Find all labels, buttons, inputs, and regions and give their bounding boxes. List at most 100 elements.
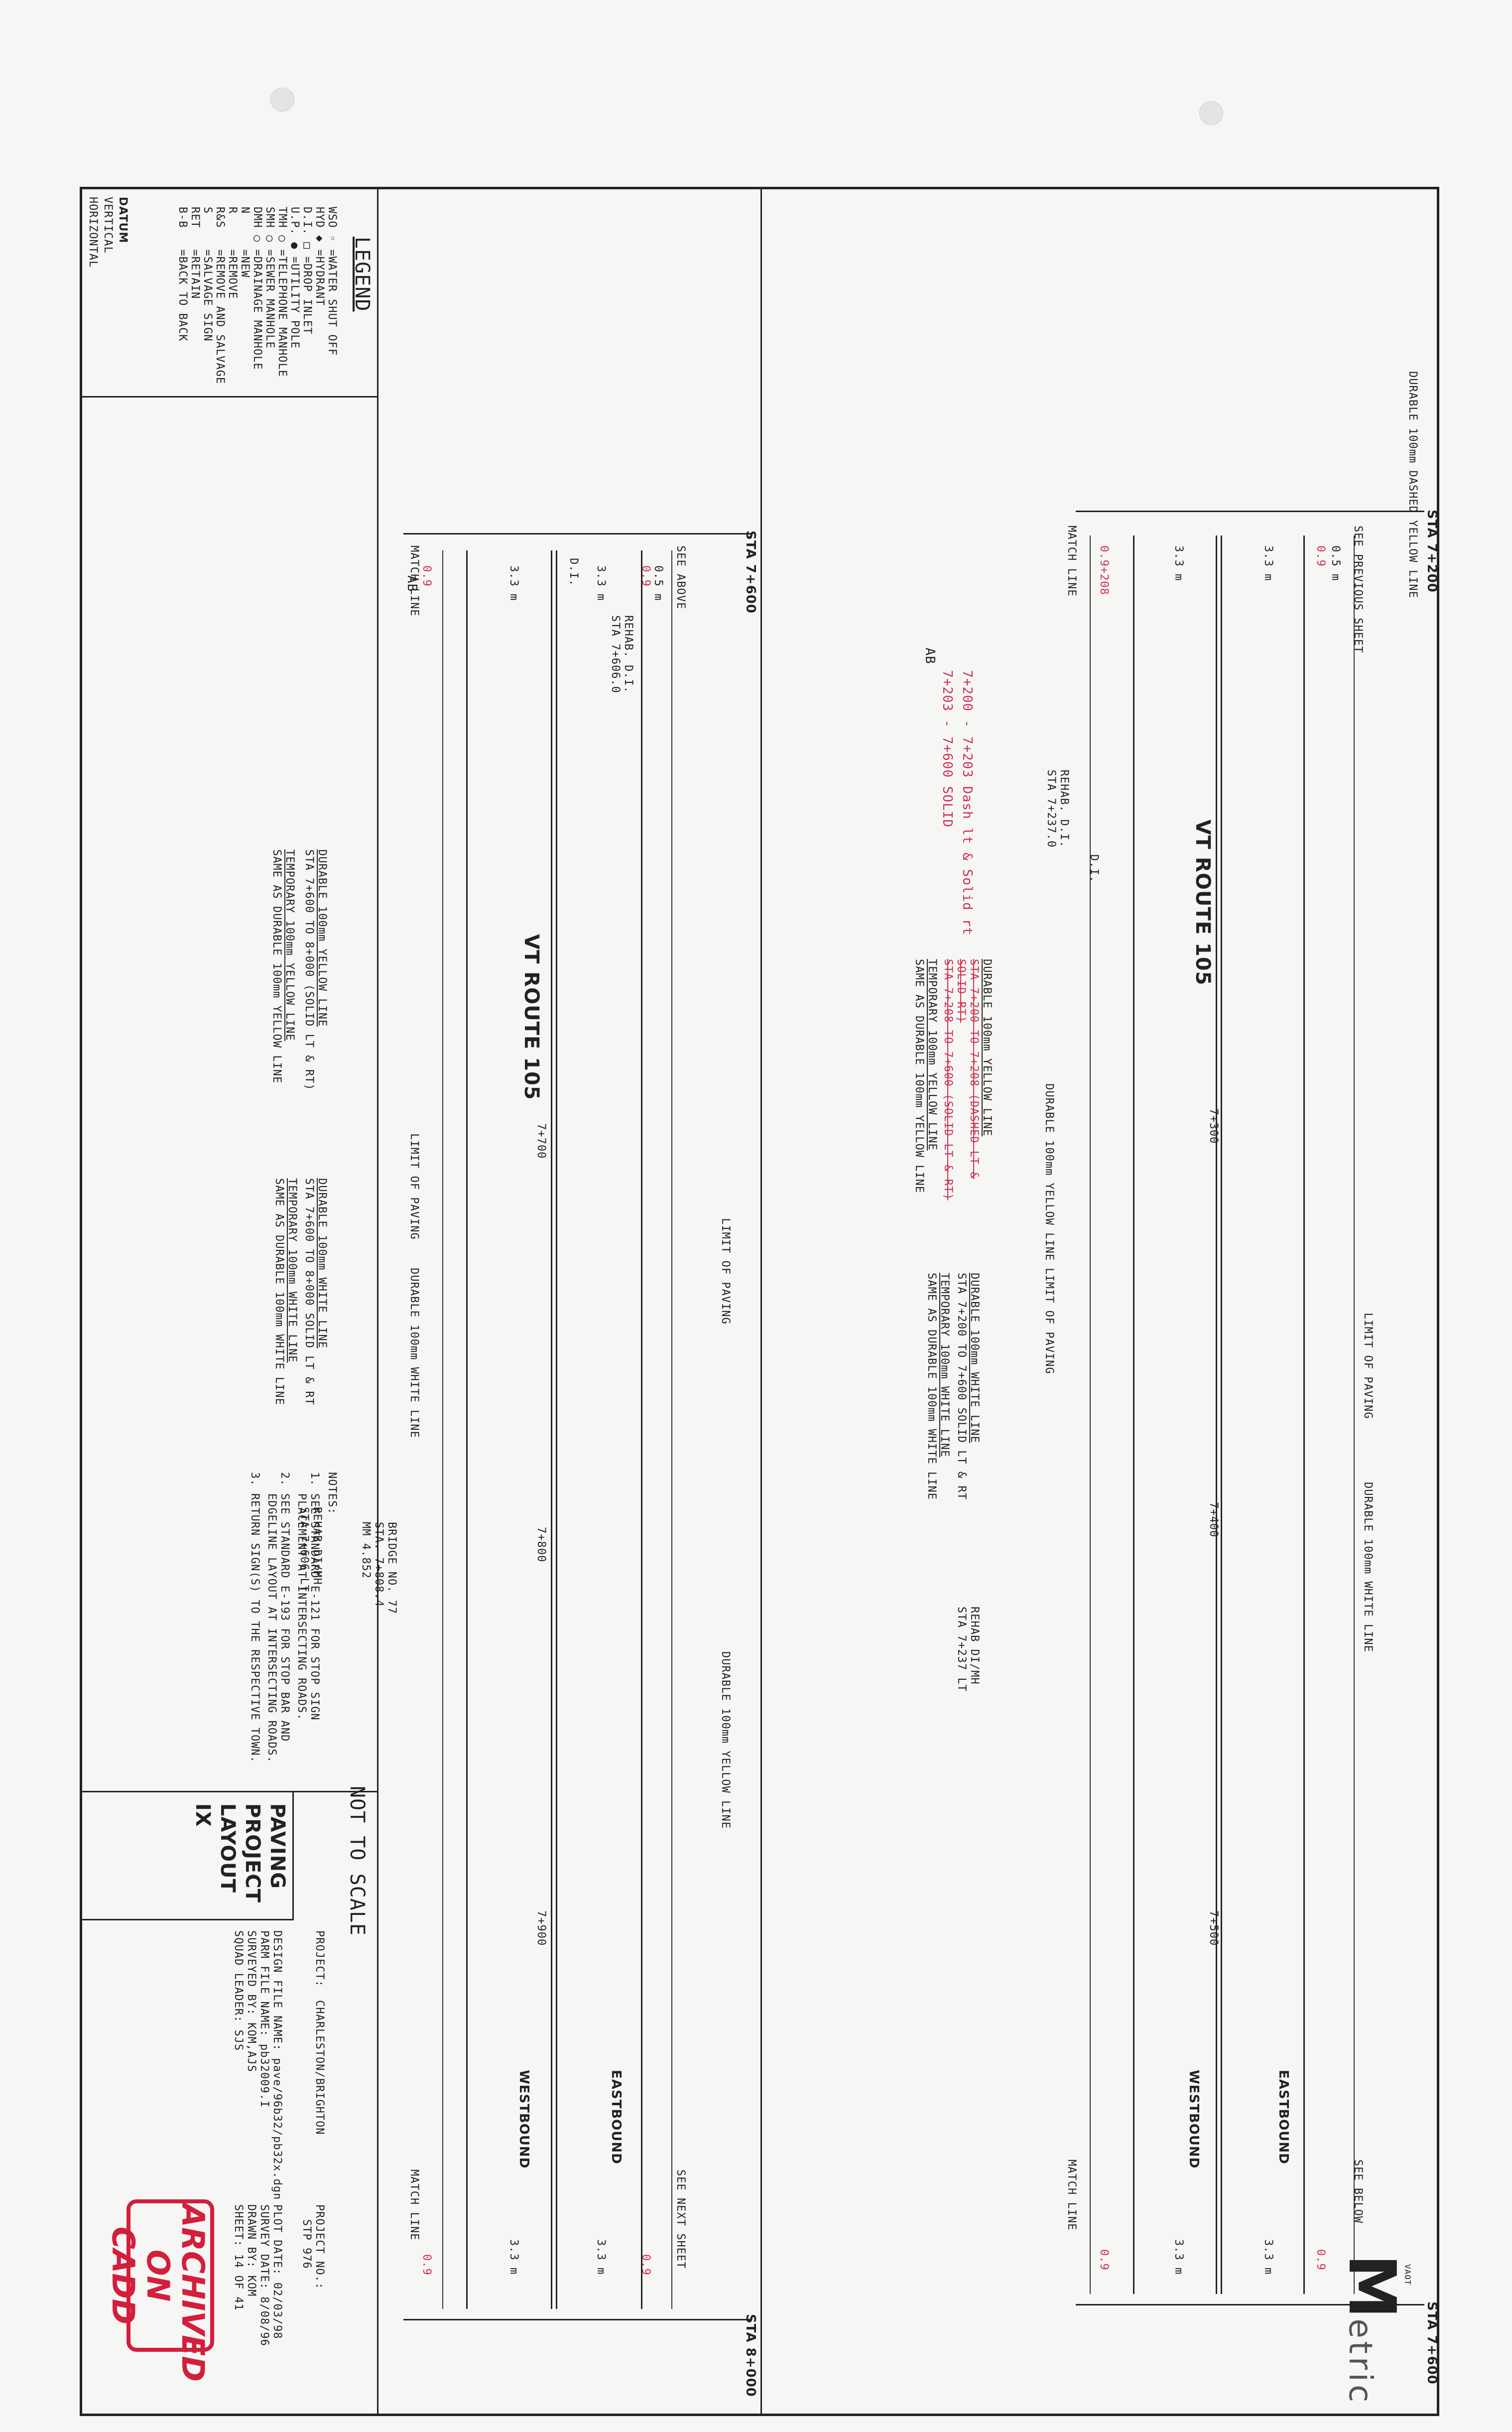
same-yellow-note: SAME AS DURABLE 100mm YELLOW LINE [913, 959, 925, 1194]
yellow-note-strike-1: STA 7+200 TO 7+208 (DASHED LT & [968, 959, 980, 1179]
datum-title: DATUM [117, 197, 129, 244]
station-7300: 7+300 [1207, 1108, 1220, 1144]
lane-line-2 [466, 550, 468, 2309]
edge-line-lower [442, 550, 443, 2309]
design-file: DESIGN FILE NAME: pave/96b32/pb32x.dgn [271, 1930, 283, 2200]
project-name: CHARLESTON/BRIGHTON [313, 2000, 326, 2135]
center-line-b [1216, 536, 1217, 2294]
legend-item: N =NEW [239, 207, 251, 278]
dim-05: 0.5 m [1329, 545, 1342, 581]
legend-item: DMH ○ =DRAINAGE MANHOLE [251, 207, 263, 370]
yellow-note-title: DURABLE 100mm YELLOW LINE [316, 849, 328, 1027]
project-no-label: PROJECT NO.: [313, 2204, 326, 2290]
dim-09-red: 0.9 [639, 565, 652, 587]
station-7900: 7+900 [535, 1910, 547, 1946]
dim-09-end-red-2: 0.9 [420, 2254, 433, 2276]
lane-width-left-end: 3.3 m [1262, 2239, 1274, 2275]
legend-item: R&S =REMOVE AND SALVAGE [214, 207, 226, 385]
westbound-label: WESTBOUND [1186, 2070, 1201, 2169]
legend-item: B-B =BACK TO BACK [176, 207, 189, 342]
match-line-label-end: MATCH LINE [408, 2169, 420, 2241]
yellow-note-sta: STA 7+600 TO 8+000 (SOLID LT & RT) [303, 849, 315, 1091]
temp-white-note: TEMPORARY 100mm WHITE LINE [938, 1273, 951, 1458]
durable-yellow-callout: DURABLE 100mm YELLOW LINE [719, 1651, 732, 1829]
station-7400: 7+400 [1207, 1502, 1220, 1538]
match-line-label: MATCH LINE [1065, 526, 1078, 597]
same-white-note: SAME AS DURABLE 100mm WHITE LINE [925, 1273, 938, 1500]
stamp-line-2: ON CADD [105, 2226, 176, 2325]
limit-paving-top: LIMIT OF PAVING [1043, 1268, 1055, 1374]
dashed-yellow-callout: DURABLE 100mm DASHED YELLOW LINE [1406, 371, 1419, 598]
datum-vertical: VERTICAL [102, 197, 114, 254]
sta-line-7200 [1076, 511, 1424, 512]
lane-width-right: 3.3 m [507, 565, 520, 601]
sta-line-7600 [403, 533, 752, 535]
temp-yellow-note: TEMPORARY 100mm YELLOW LINE [926, 959, 938, 1151]
legend-item: HYD ◆ =HYDRANT [313, 207, 326, 306]
note-2b: EDGELINE LAYOUT AT INTERSECTING ROADS. [265, 1472, 278, 1763]
rehab-di-sta: STA 7+606.0 [609, 615, 622, 693]
white-note-title: DURABLE 100mm WHITE LINE [316, 1178, 328, 1349]
temp-white-note: TEMPORARY 100mm WHITE LINE [286, 1178, 298, 1363]
station-7800: 7+800 [535, 1527, 547, 1563]
legend-item: R =REMOVE [226, 207, 239, 299]
archived-stamp: ARCHIVED ON CADD [105, 2199, 214, 2382]
sta-7600-label: STA 7+600 [743, 531, 758, 614]
legend-item: RET =RETAIN [189, 207, 201, 299]
legend-item: S =SALVAGE SIGN [201, 207, 214, 342]
lane-width-left-end: 3.3 m [595, 2239, 607, 2275]
surveyed-by: SURVEYED BY: KOM,AJS [245, 1930, 257, 2072]
sta-7200-label: STA 7+200 [1424, 510, 1439, 593]
limit-paving-upper: LIMIT OF PAVING [408, 1133, 420, 1240]
eastbound-label: EASTBOUND [1276, 2070, 1291, 2164]
metric-m-logo: M [1334, 2254, 1410, 2319]
plot-date: PLOT DATE: 02/03/98 [271, 2204, 283, 2339]
durable-white-callout: DURABLE 100mm WHITE LINE [1362, 1482, 1374, 1652]
di-label: D.I. [1088, 854, 1100, 883]
handwritten-note-2: 7+203 - 7+600 SOLID [940, 670, 955, 828]
dim-09-red: 0.9 [1314, 545, 1327, 567]
title-line-3: LAYOUT [216, 1803, 239, 1893]
bridge-sta: STA. 7+808.4 [373, 1522, 385, 1607]
rehab-dmh-sta: STA 7+237 LT [955, 1607, 968, 1692]
limit-paving-bottom: LIMIT OF PAVING [1362, 1313, 1374, 1419]
di-label: D.I. [567, 558, 580, 586]
legend-title: LEGEND [351, 237, 374, 312]
title-line-2: PROJECT [241, 1803, 264, 1903]
legend-divider [80, 396, 378, 398]
note-2a: 2. SEE STANDARD E-193 FOR STOP BAR AND [278, 1472, 291, 1742]
dim-09-red-2: 0.9 [420, 565, 433, 587]
eastbound-label: EASTBOUND [609, 2070, 624, 2164]
temp-yellow-note: TEMPORARY 100mm YELLOW LINE [283, 849, 296, 1041]
edge-line-upper [1354, 536, 1355, 2294]
project-label: PROJECT: [313, 1930, 326, 1987]
title-line-4: IX [191, 1803, 214, 1827]
sta-line-8000 [403, 2319, 752, 2320]
legend-item: SMH ○ =SEWER MANHOLE [263, 207, 276, 349]
dim-09-end-red-2: 0.9 [1098, 2249, 1110, 2271]
station-7500: 7+500 [1207, 1910, 1220, 1946]
see-previous-label: SEE PREVIOUS SHEET [1352, 526, 1364, 654]
station-7700: 7+700 [535, 1123, 547, 1159]
dim-05: 0.5 m [652, 565, 664, 601]
lane-width-right-end: 3.3 m [1172, 2239, 1185, 2275]
metric-logo: Metric VAOT [1334, 2254, 1412, 2406]
route-label: VT ROUTE 105 [1191, 819, 1214, 986]
note-1a: 1. SEE STANDARD E-121 FOR STOP SIGN [308, 1472, 321, 1721]
metric-text: etric [1342, 2318, 1379, 2406]
dim-09-end-red: 0.9 [639, 2254, 652, 2276]
parm-file: PARM FILE NAME: pb32009.I [258, 1930, 270, 2108]
note-3: 3. RETURN SIGN(S) TO THE RESPECTIVE TOWN… [249, 1472, 261, 1763]
same-white-note: SAME AS DURABLE 100mm WHITE LINE [273, 1178, 285, 1405]
edge-line-upper [671, 550, 672, 2309]
lane-width-left: 3.3 m [1262, 545, 1274, 581]
legend-item: WSO ◦ =WATER SHUT OFF [326, 207, 338, 356]
datum-horizontal: HORIZONTAL [87, 197, 99, 268]
match-line-label-end: MATCH LINE [1065, 2160, 1078, 2231]
punch-hole [1199, 101, 1223, 125]
sheet-number: SHEET: 14 OF 41 [232, 2204, 245, 2311]
title-divider [377, 187, 378, 2416]
legend-item: TMH ○ =TELEPHONE MANHOLE [276, 207, 288, 377]
strip-divider [760, 187, 762, 2416]
center-line-a [556, 550, 557, 2309]
